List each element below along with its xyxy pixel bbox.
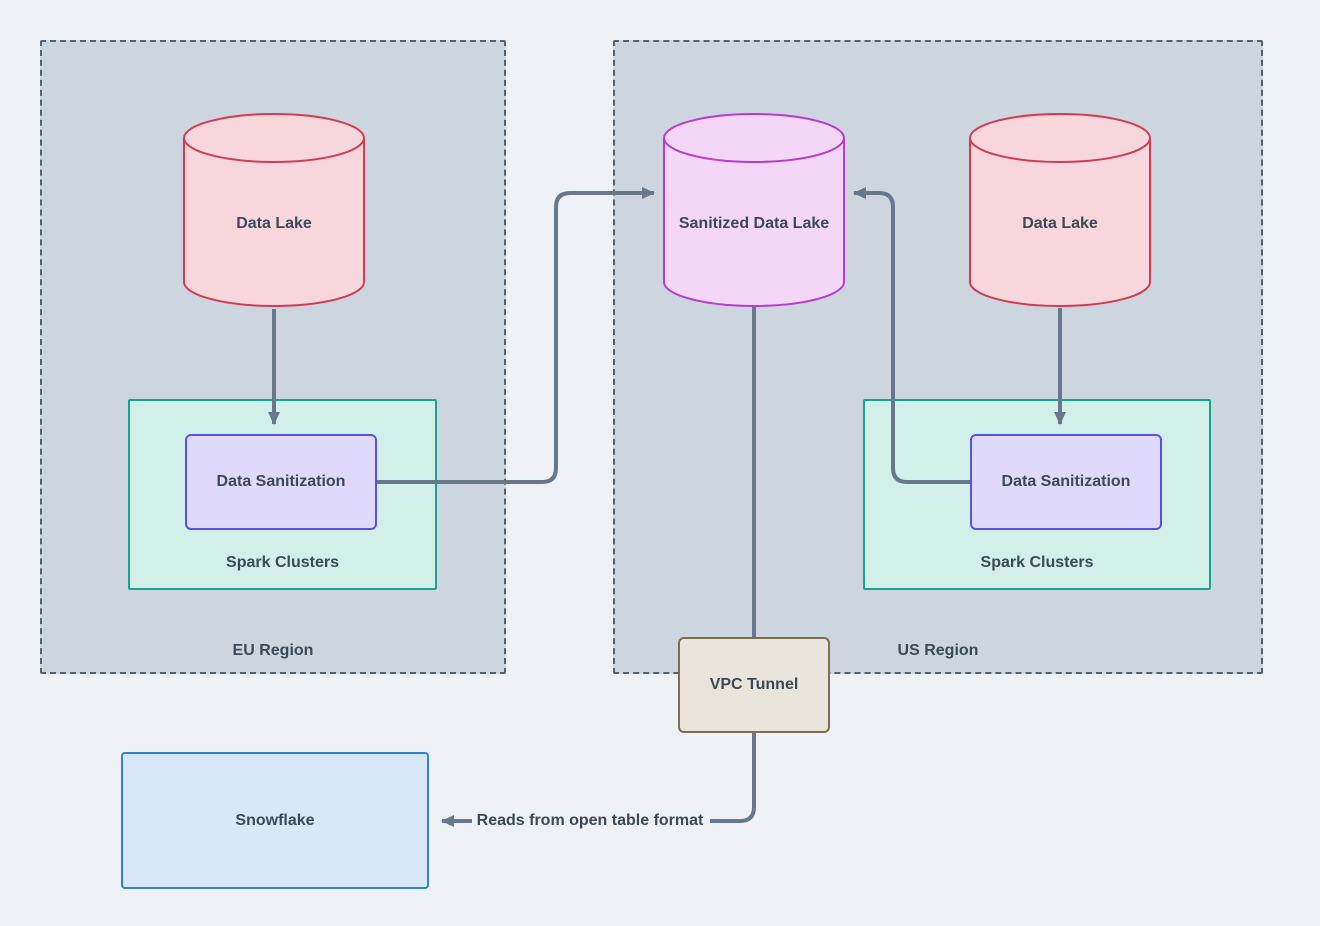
node-us-data-sanitization-label: Data Sanitization [1001, 473, 1131, 490]
node-us-data-lake-label: Data Lake [1022, 215, 1098, 232]
edge-label-reads-from-open-table-format: Reads from open table format [476, 812, 704, 829]
node-snowflake-label: Snowflake [235, 811, 315, 829]
node-sanitized-data-lake-label: Sanitized Data Lake [678, 215, 830, 232]
node-eu-data-sanitization-label: Data Sanitization [216, 473, 346, 490]
node-eu-data-lake-label: Data Lake [236, 215, 312, 232]
node-us-data-sanitization: Data Sanitization [970, 434, 1162, 530]
node-us-data-lake: Data Lake [969, 113, 1151, 307]
node-sanitized-data-lake: Sanitized Data Lake [663, 113, 845, 307]
database-cylinder-icon [969, 113, 1151, 307]
node-us-spark-clusters-label: Spark Clusters [980, 554, 1094, 571]
database-cylinder-icon [663, 113, 845, 307]
region-us-label: US Region [897, 642, 979, 659]
node-eu-data-lake: Data Lake [183, 113, 365, 307]
edge-vpc-down-to-label [710, 730, 756, 823]
node-eu-data-sanitization: Data Sanitization [185, 434, 377, 530]
region-eu-label: EU Region [232, 642, 314, 659]
database-cylinder-icon [183, 113, 365, 307]
node-vpc-tunnel: VPC Tunnel [678, 637, 830, 733]
node-snowflake: Snowflake [121, 752, 429, 889]
node-vpc-tunnel-label: VPC Tunnel [709, 676, 799, 693]
node-eu-spark-clusters-label: Spark Clusters [226, 554, 339, 571]
